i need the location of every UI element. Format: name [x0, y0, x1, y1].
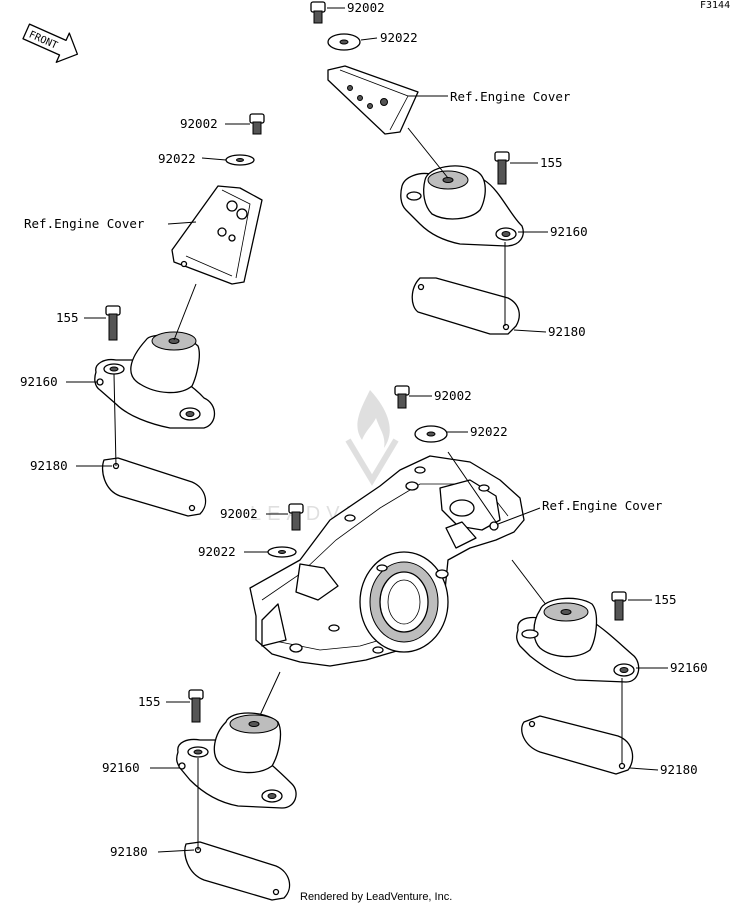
callout-92002-center-left: 92002: [220, 506, 258, 521]
figure-code: F3144: [700, 0, 730, 11]
bolt-155-top-left: [105, 305, 121, 341]
callout-155-top-left: 155: [56, 310, 79, 325]
bolt-92002-center-left: [288, 503, 304, 531]
bolt-155-top-right: [494, 151, 510, 185]
callout-155-bottom-right: 155: [654, 592, 677, 607]
bolt-92002-top-right: [310, 1, 326, 24]
callout-155-bottom-left: 155: [138, 694, 161, 709]
bolt-92002-center: [394, 385, 410, 409]
plate-92180-bottom-right: [521, 715, 634, 775]
callout-92022-center-left: 92022: [198, 544, 236, 559]
bolt-155-bottom-right: [611, 591, 627, 621]
callout-92002-top-left: 92002: [180, 116, 218, 131]
callout-92160-top-right: 92160: [550, 224, 588, 239]
rendered-by-credit: Rendered by LeadVenture, Inc.: [300, 891, 452, 903]
callout-ref-engine-cover-top-right: Ref.Engine Cover: [450, 89, 571, 104]
callout-92180-bottom-left: 92180: [110, 844, 148, 859]
callout-92002-center: 92002: [434, 388, 472, 403]
plate-92180-bottom-left: [184, 841, 291, 901]
callout-92180-top-left: 92180: [30, 458, 68, 473]
callout-92180-top-right: 92180: [548, 324, 586, 339]
washer-92022-center-left: [267, 546, 297, 558]
callout-ref-engine-cover-center: Ref.Engine Cover: [542, 498, 663, 513]
washer-92022-top-left: [225, 154, 255, 166]
plate-92180-top-right: [411, 277, 520, 335]
plate-92180-top-left: [101, 457, 207, 517]
engine-cover-housing: [249, 455, 525, 667]
washer-92022-center: [414, 425, 448, 443]
engine-mount-92160-bottom-left: [176, 712, 297, 809]
callout-92002-top-right: 92002: [347, 0, 385, 15]
washer-92022-top-right: [327, 33, 361, 51]
callout-92160-top-left: 92160: [20, 374, 58, 389]
bracket-top-right: [327, 65, 419, 135]
callout-ref-engine-cover-top-left: Ref.Engine Cover: [24, 216, 145, 231]
engine-mount-92160-bottom-right: [516, 597, 640, 683]
callout-92160-bottom-left: 92160: [102, 760, 140, 775]
callout-92022-center: 92022: [470, 424, 508, 439]
engine-mount-92160-top-right: [400, 165, 524, 247]
callout-92022-top-right: 92022: [380, 30, 418, 45]
bracket-top-left: [171, 185, 263, 285]
bolt-155-bottom-left: [188, 689, 204, 723]
bolt-92002-top-left: [249, 113, 265, 135]
front-arrow-icon: FRONT: [22, 23, 79, 63]
callout-92160-bottom-right: 92160: [670, 660, 708, 675]
engine-mount-92160-top-left: [94, 331, 216, 429]
callout-92022-top-left: 92022: [158, 151, 196, 166]
callout-155-top-right: 155: [540, 155, 563, 170]
callout-92180-bottom-right: 92180: [660, 762, 698, 777]
